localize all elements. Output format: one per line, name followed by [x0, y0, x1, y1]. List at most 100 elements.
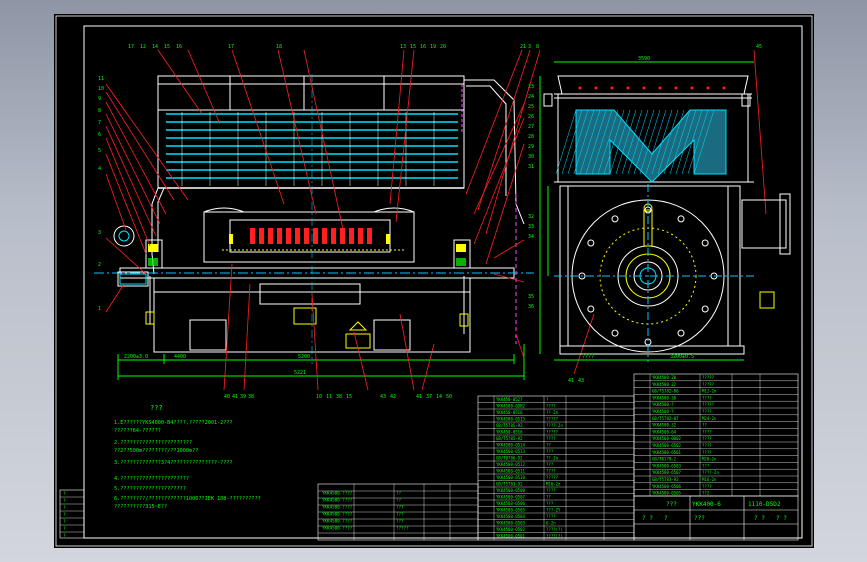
callout-number: 34: [528, 234, 534, 240]
parts-code: YKK4500-38: [652, 395, 677, 400]
note-line: 4.??????????????????????: [114, 476, 189, 482]
cad-viewport[interactable]: ??? 1.E??????YKS4000-B4????,?????2001-2?…: [54, 14, 814, 548]
notes-title: ???: [150, 404, 163, 412]
parts-name: M16-2n: [702, 477, 717, 482]
parts-name: ?????: [546, 475, 559, 480]
callout-number: 3: [528, 44, 531, 50]
core-slots: [250, 228, 372, 244]
parts-code: YKK4500-0501: [496, 534, 525, 539]
hatch-line: [585, 109, 607, 175]
dim-front-total: 5221: [294, 370, 306, 376]
parts-name: ??2: [702, 491, 710, 496]
callout-number: 31: [528, 164, 534, 170]
title-model: YKK400-6: [692, 501, 721, 508]
parts-code: YKK4500-?: [652, 409, 674, 414]
callout-number: 13: [400, 44, 406, 50]
parts-code: YKK4500-????: [322, 505, 353, 510]
dim-end-1: 3200±0.5: [670, 354, 694, 360]
callout-number: 14: [152, 44, 158, 50]
parts-name: ????: [702, 450, 712, 455]
parts-code: GB/T5785-92: [496, 423, 523, 428]
title-scale-2: ? ?: [754, 515, 765, 522]
parts-table-left: YKK4500-?????? YKK4500-?????? YKK4500-????…: [322, 491, 409, 531]
dim-end-0: ????: [582, 354, 594, 360]
hatch-line: [597, 109, 619, 175]
dim-front-2: 5200: [298, 354, 310, 360]
callout-number: 4: [98, 166, 101, 172]
parts-name: M16-2n: [546, 482, 561, 487]
parts-code: GB/T5782-87: [652, 416, 679, 421]
hatch-line: [687, 109, 709, 175]
parts-code: YKK4500-6DB2: [496, 404, 525, 409]
callout-number: 7: [98, 120, 101, 126]
callout-number: 15: [164, 44, 170, 50]
parts-name: M20-2n: [702, 457, 717, 462]
callout-number: 1: [98, 306, 101, 312]
callout-number: 6: [98, 132, 101, 138]
callout-number: 16: [176, 44, 182, 50]
cooler-dot: [674, 86, 678, 90]
note-line: 6.????????/????????????1000??IEK 188-???…: [114, 496, 261, 502]
core-slot: [349, 228, 354, 244]
parts-name: 6-2n: [546, 521, 556, 526]
parts-name: ??: [396, 491, 402, 496]
hatch-line: [681, 109, 703, 175]
parts-name: ???: [702, 463, 710, 468]
parts-code: GB/T5782-86: [652, 389, 679, 394]
callout-number: 43: [578, 378, 584, 384]
parts-code: YKK4500-????: [322, 498, 353, 503]
parts-name: ???: [396, 512, 404, 517]
hatch-line: [669, 109, 691, 175]
bolt-hole: [611, 215, 619, 223]
end-bolts: [578, 206, 718, 346]
callout-number: 43: [380, 394, 386, 400]
note-line: 1.E??????YKS4000-B4????,?????2001-2???: [114, 420, 233, 426]
parts-code: GB/T5783-92: [496, 482, 523, 487]
cooler-dot: [578, 86, 582, 90]
parts-name: ??-2n: [546, 456, 559, 461]
parts-code: YKK4500-0510: [496, 475, 525, 480]
callout-number: 11: [326, 394, 332, 400]
title-drawing-no: 1110-D5D2: [748, 501, 781, 508]
callout-number: 30: [528, 154, 534, 160]
parts-code: YKK450-0516: [496, 430, 523, 435]
cooler-dot: [706, 86, 710, 90]
callout-number: 21: [520, 44, 526, 50]
parts-code: YKK4500-0002: [652, 436, 681, 441]
parts-name: ????: [702, 484, 712, 489]
bolt-hole: [677, 329, 685, 337]
parts-code: YKK4500-0508: [496, 488, 525, 493]
parts-code: YKK4500-0514: [496, 443, 525, 448]
parts-code: GB/T6170-2: [652, 457, 677, 462]
parts-name: ?????: [702, 402, 715, 407]
callout-number: 24: [528, 94, 534, 100]
callout-number: 17: [228, 44, 234, 50]
callout-number: 12: [140, 44, 146, 50]
revision-cell: ?: [63, 526, 66, 532]
hatch-line: [609, 109, 631, 175]
parts-code: YKK4500-0506: [496, 501, 525, 506]
callout-number: 28: [528, 134, 534, 140]
callout-number: 19: [430, 44, 436, 50]
cooler-dot: [626, 86, 630, 90]
parts-code: GB/T5785-92: [496, 436, 523, 441]
parts-code: YKK4500-64: [652, 429, 677, 434]
callout-number: 45: [756, 44, 762, 50]
parts-name: ????: [546, 514, 556, 519]
parts-code: YKK4500-????: [322, 512, 353, 517]
parts-name: ????: [546, 404, 556, 409]
parts-name: ????-2n: [702, 470, 719, 475]
callout-number: 5: [98, 148, 101, 154]
parts-code: YKK4500-22: [652, 382, 677, 387]
note-line: ??????????315~E??: [114, 504, 167, 510]
callout-number: 14: [436, 394, 442, 400]
parts-code: YKK4500-6507: [652, 470, 681, 475]
parts-name: ??: [396, 498, 402, 503]
parts-code: YKK4500-6503: [652, 463, 681, 468]
parts-name: ??: [546, 495, 551, 500]
callout-number: 25: [528, 104, 534, 110]
m-hatch: [555, 109, 715, 175]
cooler-dot: [658, 86, 662, 90]
parts-table-right: YKK4500-20?????YKK4500-22?????GB/T5782-8…: [652, 375, 719, 496]
parts-name: ????(?): [546, 534, 563, 539]
